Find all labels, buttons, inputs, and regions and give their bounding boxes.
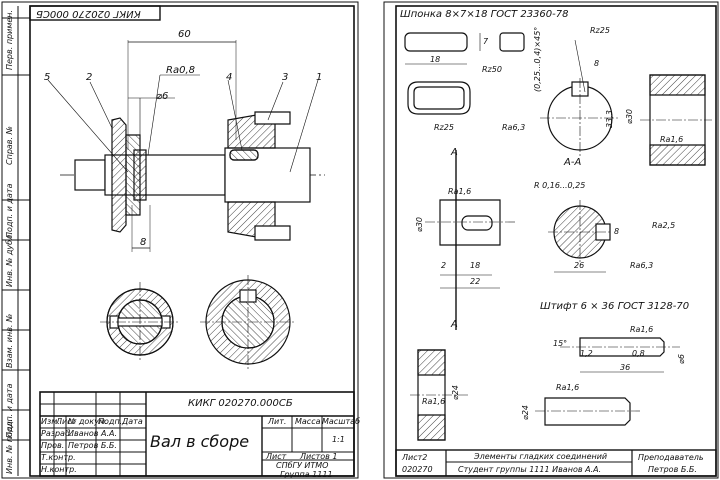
shaft-dim-2: 2 (441, 261, 447, 270)
key-rough-rz50: Rz50 (482, 65, 502, 74)
hub-depth: 33,3 (605, 110, 614, 128)
rb-student: Студент группы 1111 Иванов А.А. (458, 465, 602, 474)
section-rough-ra63: Ra6,3 (630, 261, 654, 270)
part-title: Вал в сборе (150, 432, 250, 451)
tb-col-sheet: Лист (56, 417, 77, 426)
rb-sheet-label: Лист2 (402, 453, 428, 462)
dim-small: 8 (140, 237, 147, 248)
key-rough-ra63: Ra6,3 (502, 123, 526, 132)
pin-rough: Ra1,6 (630, 325, 654, 334)
tb-mass: Масса (295, 417, 321, 426)
top-stamp: КИКГ 020270 000СБ (36, 8, 141, 19)
bush-drawing (410, 349, 470, 441)
tb-col-sign: Подп. (98, 417, 123, 426)
section-mark-bottom: А (451, 319, 458, 330)
shaft-dim-22: 22 (470, 277, 481, 286)
tb-sheet: Лист (266, 452, 287, 461)
key-section-view (200, 275, 296, 370)
left-title-block (39, 391, 355, 477)
callout-5: 5 (44, 72, 51, 83)
hub-side-view (640, 74, 712, 166)
tb-row-ncontrol: Н.контр. (41, 465, 77, 474)
callout-2: 2 (86, 72, 93, 83)
rb-code: 020270 (402, 465, 433, 474)
hub-rough-rz25: Rz25 (590, 26, 610, 35)
pin-title: Штифт 6 × 36 ГОСТ 3128-70 (540, 301, 690, 312)
key-dim-height: 7 (483, 37, 489, 46)
pin-length: 36 (620, 363, 631, 372)
section-dim-26: 26 (574, 261, 585, 270)
tb-row-change: Изм. (41, 417, 60, 426)
tb-row-designer: Разраб. (41, 429, 73, 438)
section-label: А-А (564, 157, 582, 168)
fillet-radius: R 0,16...0,25 (534, 181, 586, 190)
margin-label-1: Справ. № (5, 126, 14, 165)
shaft-end-drawing (535, 397, 640, 426)
shaft-end-dia: ⌀24 (521, 405, 530, 420)
hub-dia: ⌀30 (625, 109, 634, 124)
rough-label: Ra0,8 (166, 65, 195, 76)
shaft-assembly-view (47, 40, 325, 252)
tb-group: Группа 1111 (280, 470, 333, 479)
section-keyway: 8 (614, 227, 620, 236)
shaft-keyway-drawing (425, 150, 515, 330)
margin-label-2: Подп. и дата (5, 183, 14, 239)
section-rough-ra25: Ra2,5 (652, 221, 676, 230)
tb-designer: Иванов А.А. (68, 429, 118, 438)
callout-4: 4 (226, 72, 233, 83)
pin-dim-08: 0,8 (632, 349, 645, 358)
tb-org: СПбГУ ИТМО (276, 461, 329, 470)
margin-label-6: Инв. № подл. (5, 418, 14, 474)
shaft-dia: ⌀30 (415, 217, 424, 232)
margin-label-4: Взам. инв. № (5, 313, 14, 368)
tb-scale: Масштаб (322, 417, 361, 426)
pin-drawing (560, 337, 680, 373)
rb-teacher: Петров Б.Б. (648, 465, 697, 474)
dia-label: ⌀6 (156, 91, 169, 102)
tb-sheets: Листов 1 (300, 452, 338, 461)
tb-row-checker: Пров. (41, 441, 65, 450)
hub-keyway-width: 8 (594, 59, 600, 68)
shaft-rough: Ra1,6 (448, 187, 472, 196)
tb-scale-value: 1:1 (332, 435, 345, 444)
callout-3: 3 (282, 72, 289, 83)
margin-label-3: Инв. № дубл. (5, 232, 14, 287)
pin-section-view (100, 282, 180, 362)
pin-angle: 15° (553, 339, 568, 348)
pin-dim-12: 1,2 (580, 349, 593, 358)
tb-row-tcontrol: Т.контр. (41, 453, 76, 462)
hub-keyway-drawing (540, 39, 620, 158)
right-sheet-frame (383, 1, 719, 479)
callout-1: 1 (316, 72, 323, 83)
section-aa-drawing (548, 200, 612, 273)
tb-col-date: Дата (122, 417, 143, 426)
key-rough-rz25: Rz25 (434, 123, 454, 132)
key-dim-length: 18 (430, 55, 441, 64)
designation: КИКГ 020270.000СБ (188, 398, 293, 409)
bush-dia: ⌀24 (451, 385, 460, 400)
chamfer-label: (0,25...0,4)×45° (533, 26, 542, 92)
section-mark-top: А (451, 147, 458, 158)
pin-dia: ⌀6 (677, 354, 686, 364)
rb-teacher-label: Преподаватель (638, 453, 704, 462)
bush-rough: Ra1,6 (422, 397, 446, 406)
tb-col-doc: № докум. (68, 417, 108, 426)
tb-checker: Петров Б.Б. (68, 441, 117, 450)
rb-topic: Элементы гладких соединений (474, 452, 608, 461)
shaft-dim-18: 18 (470, 261, 481, 270)
tb-lit: Лит. (268, 417, 287, 426)
key-title: Шпонка 8×7×18 ГОСТ 23360-78 (400, 9, 569, 20)
shaft-end-rough: Ra1,6 (556, 383, 580, 392)
key-drawing (404, 32, 525, 115)
dim-overall: 60 (178, 29, 191, 40)
margin-label-0: Перв. примен. (5, 9, 14, 70)
hub-rough-ra16: Ra1,6 (660, 135, 684, 144)
